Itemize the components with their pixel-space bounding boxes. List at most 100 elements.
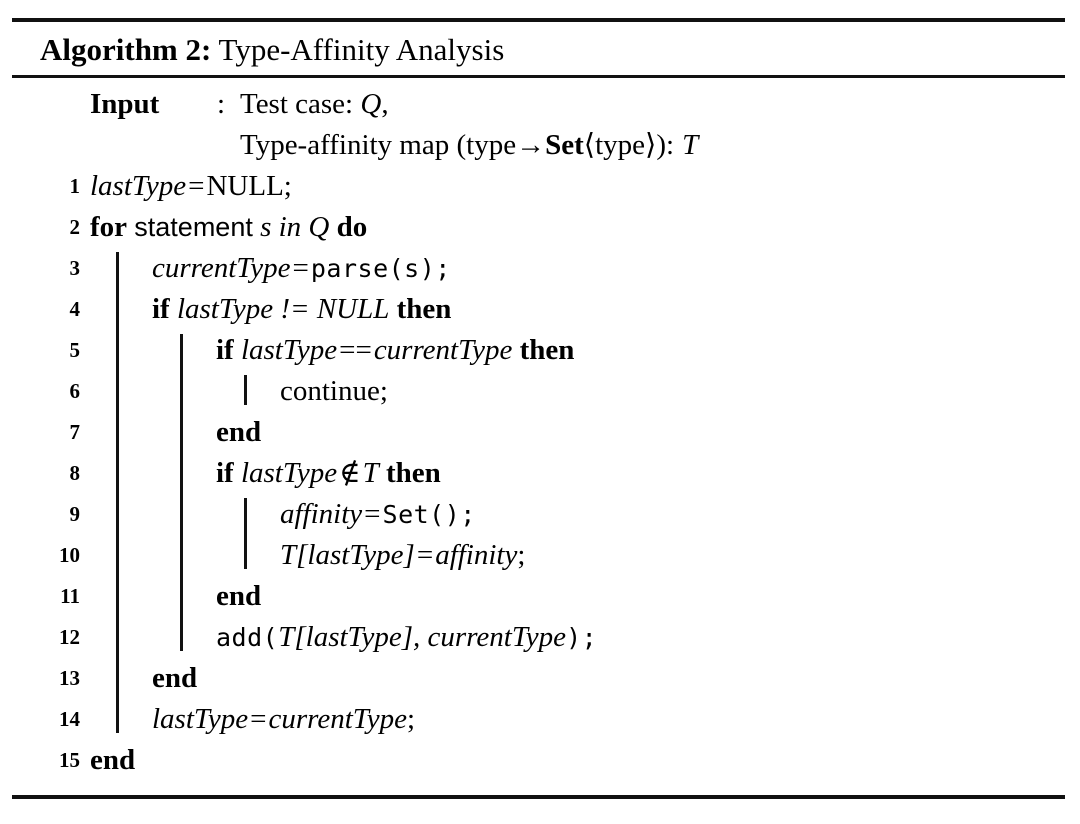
token-mono: Set(); (382, 500, 476, 529)
line-number: 4 (69, 297, 81, 321)
line-number: 11 (60, 584, 80, 608)
line-code: end (152, 658, 197, 699)
token-op: = (364, 498, 381, 530)
token-var: lastType != NULL (176, 293, 390, 325)
line-number: 9 (69, 502, 81, 526)
line-code: end (216, 576, 261, 617)
token-var: currentType (268, 703, 407, 735)
algorithm-line: 5 if lastType==currentType then (12, 330, 1065, 371)
algorithm-line: 1 lastType=NULL; (12, 166, 1065, 207)
algorithm-body: Input : Test case: Q, Type-affinity map … (12, 78, 1065, 795)
token-op: = (250, 703, 267, 735)
spacer (234, 334, 241, 366)
token-kw: do (336, 211, 368, 243)
bottom-rule (12, 795, 1065, 799)
indent-guide-bar (180, 334, 183, 651)
token-rm: continue; (280, 375, 388, 407)
spacer (379, 457, 386, 489)
token-var: currentType (373, 334, 513, 366)
input-typemap-set: Set (545, 129, 584, 161)
line-code: T[lastType]=affinity; (280, 535, 525, 576)
indent-guide-bar (244, 498, 247, 569)
input-testcase-text: Test case: (240, 88, 361, 120)
line-code: lastType=NULL; (90, 166, 292, 207)
token-var: T (362, 457, 379, 489)
token-var: T[lastType], currentType (278, 621, 567, 653)
algorithm-title: Algorithm 2: Type-Affinity Analysis (12, 22, 1065, 75)
token-kw: if (152, 293, 170, 325)
top-rule (12, 18, 1065, 22)
input-typemap-text: Type-affinity map (type (240, 129, 517, 161)
line-number: 3 (69, 256, 81, 280)
line-code: affinity=Set(); (280, 494, 476, 535)
input-typemap-closeparen: ): (656, 129, 675, 161)
token-kw: for (90, 211, 128, 243)
token-sans: statement (134, 212, 253, 242)
line-code: for statement s in Q do (90, 207, 367, 248)
line-number: 7 (69, 420, 81, 444)
input-typemap-inner: type (595, 129, 646, 161)
token-kw: end (90, 744, 136, 776)
token-mono: add( (216, 623, 279, 652)
line-number: 2 (69, 215, 81, 239)
token-kw: if (216, 457, 234, 489)
token-kw: then (519, 334, 575, 366)
token-var: lastType (90, 170, 187, 202)
spacer (234, 457, 241, 489)
input-label: Input (90, 88, 160, 120)
indent-guide-bar (244, 375, 247, 405)
line-code: if lastType∉T then (216, 453, 441, 494)
token-rm: ; (517, 539, 526, 571)
token-kw: if (216, 334, 234, 366)
token-var: s in Q (260, 211, 330, 243)
token-mono: ); (566, 623, 598, 652)
spacer (512, 334, 519, 366)
line-number: 13 (59, 666, 80, 690)
line-number: 15 (59, 748, 80, 772)
token-var: lastType (240, 334, 338, 366)
angle-close-icon: ⟩ (645, 129, 657, 161)
input-colon: : (217, 88, 226, 120)
algorithm-line: 9 affinity=Set(); (12, 494, 1065, 535)
token-kw: end (216, 416, 262, 448)
line-code: end (90, 740, 135, 781)
algorithm-caption: Algorithm 2: (40, 32, 212, 67)
line-number: 10 (59, 543, 80, 567)
arrow-icon: → (516, 129, 546, 161)
token-op: ∉ (339, 457, 361, 489)
line-code: end (216, 412, 261, 453)
algorithm-line: 4 if lastType != NULL then (12, 289, 1065, 330)
indent-guide-bar (116, 252, 119, 733)
algorithm-line: 3 currentType=parse(s); (12, 248, 1065, 289)
algorithm-line: 11 end (12, 576, 1065, 617)
line-code: currentType=parse(s); (152, 248, 451, 289)
line-number: 5 (69, 338, 81, 362)
line-number: 1 (69, 174, 81, 198)
token-op: = (292, 252, 309, 284)
token-op: = (416, 539, 434, 571)
line-code: if lastType != NULL then (152, 289, 451, 330)
algorithm-name: Type-Affinity Analysis (218, 32, 505, 67)
token-var: affinity (435, 539, 518, 571)
token-kw: end (152, 662, 198, 694)
line-code: add(T[lastType], currentType); (216, 617, 597, 658)
token-kw: then (396, 293, 452, 325)
token-op: == (339, 334, 372, 366)
spacer (389, 293, 396, 325)
token-var: T[lastType] (280, 539, 415, 571)
line-code: continue; (280, 371, 388, 412)
token-rm: ; (407, 703, 416, 735)
line-number: 14 (59, 707, 80, 731)
token-kw: then (385, 457, 441, 489)
angle-open-icon: ⟨ (583, 129, 596, 161)
algorithm-line: 10 T[lastType]=affinity; (12, 535, 1065, 576)
algorithm-line: 13 end (12, 658, 1065, 699)
algorithm-line: 7 end (12, 412, 1065, 453)
input-typemap-var: T (682, 129, 699, 161)
token-var: lastType (240, 457, 338, 489)
